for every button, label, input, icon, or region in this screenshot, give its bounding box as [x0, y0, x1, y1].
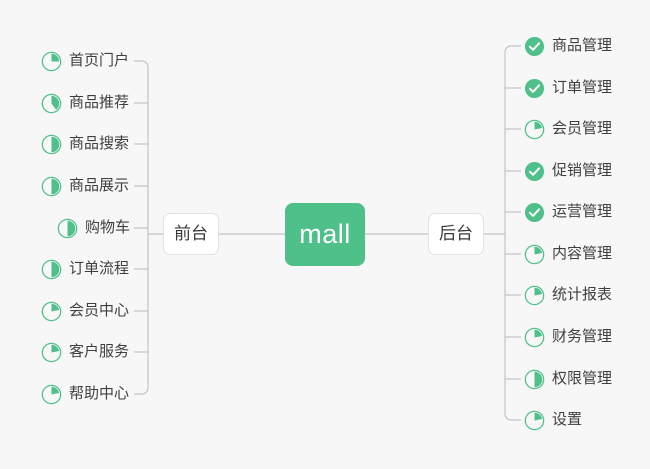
- progress-circle-icon: [41, 259, 62, 280]
- leaf-item-label: 商品搜索: [69, 135, 130, 152]
- progress-circle-icon: [524, 410, 545, 431]
- progress-circle-icon: [524, 327, 545, 348]
- leaf-item[interactable]: 帮助中心: [41, 381, 129, 407]
- branch-node-backend[interactable]: 后台: [428, 213, 484, 255]
- check-circle-icon: [524, 202, 545, 223]
- leaf-item-label: 促销管理: [552, 162, 613, 179]
- leaf-item[interactable]: 客户服务: [41, 339, 129, 365]
- leaf-item[interactable]: 订单流程: [41, 256, 129, 282]
- progress-circle-icon: [41, 51, 62, 72]
- progress-circle-icon: [41, 342, 62, 363]
- leaf-item[interactable]: 会员中心: [41, 298, 129, 324]
- leaf-item[interactable]: 权限管理: [524, 366, 612, 392]
- leaf-item-label: 财务管理: [552, 328, 613, 345]
- progress-circle-icon: [41, 384, 62, 405]
- leaf-item-label: 会员管理: [552, 120, 613, 137]
- leaf-item[interactable]: 商品展示: [41, 173, 129, 199]
- leaf-item-label: 商品展示: [69, 177, 130, 194]
- progress-circle-icon: [524, 369, 545, 390]
- leaf-item[interactable]: 内容管理: [524, 241, 612, 267]
- progress-circle-icon: [524, 244, 545, 265]
- progress-circle-icon: [524, 119, 545, 140]
- progress-circle-icon: [41, 176, 62, 197]
- leaf-item-label: 权限管理: [552, 370, 613, 387]
- leaf-item-label: 首页门户: [69, 52, 130, 69]
- leaf-item[interactable]: 商品管理: [524, 33, 612, 59]
- leaf-item[interactable]: 首页门户: [41, 48, 129, 74]
- leaf-item-label: 会员中心: [69, 302, 130, 319]
- leaf-item-label: 帮助中心: [69, 385, 130, 402]
- leaf-item[interactable]: 统计报表: [524, 282, 612, 308]
- leaf-item-label: 统计报表: [552, 286, 613, 303]
- leaf-item[interactable]: 促销管理: [524, 158, 612, 184]
- branch-node-frontend[interactable]: 前台: [163, 213, 219, 255]
- check-circle-icon: [524, 78, 545, 99]
- leaf-item-label: 内容管理: [552, 245, 613, 262]
- leaf-item[interactable]: 会员管理: [524, 116, 612, 142]
- leaf-item[interactable]: 订单管理: [524, 75, 612, 101]
- leaf-item[interactable]: 购物车: [57, 215, 130, 241]
- progress-circle-icon: [524, 285, 545, 306]
- check-circle-icon: [524, 36, 545, 57]
- check-circle-icon: [524, 161, 545, 182]
- leaf-item-label: 订单管理: [552, 79, 613, 96]
- leaf-item-label: 设置: [552, 411, 583, 428]
- progress-circle-icon: [41, 301, 62, 322]
- progress-circle-icon: [57, 218, 78, 239]
- leaf-item[interactable]: 运营管理: [524, 199, 612, 225]
- leaf-item-label: 客户服务: [69, 343, 130, 360]
- progress-circle-icon: [41, 93, 62, 114]
- leaf-item[interactable]: 商品搜索: [41, 131, 129, 157]
- progress-circle-icon: [41, 134, 62, 155]
- leaf-item-label: 商品管理: [552, 37, 613, 54]
- leaf-item[interactable]: 商品推荐: [41, 90, 129, 116]
- leaf-item[interactable]: 财务管理: [524, 324, 612, 350]
- leaf-item-label: 商品推荐: [69, 94, 130, 111]
- leaf-item[interactable]: 设置: [524, 407, 582, 433]
- leaf-item-label: 运营管理: [552, 203, 613, 220]
- center-node-mall[interactable]: mall: [285, 203, 365, 266]
- leaf-item-label: 购物车: [85, 219, 131, 236]
- leaf-item-label: 订单流程: [69, 260, 130, 277]
